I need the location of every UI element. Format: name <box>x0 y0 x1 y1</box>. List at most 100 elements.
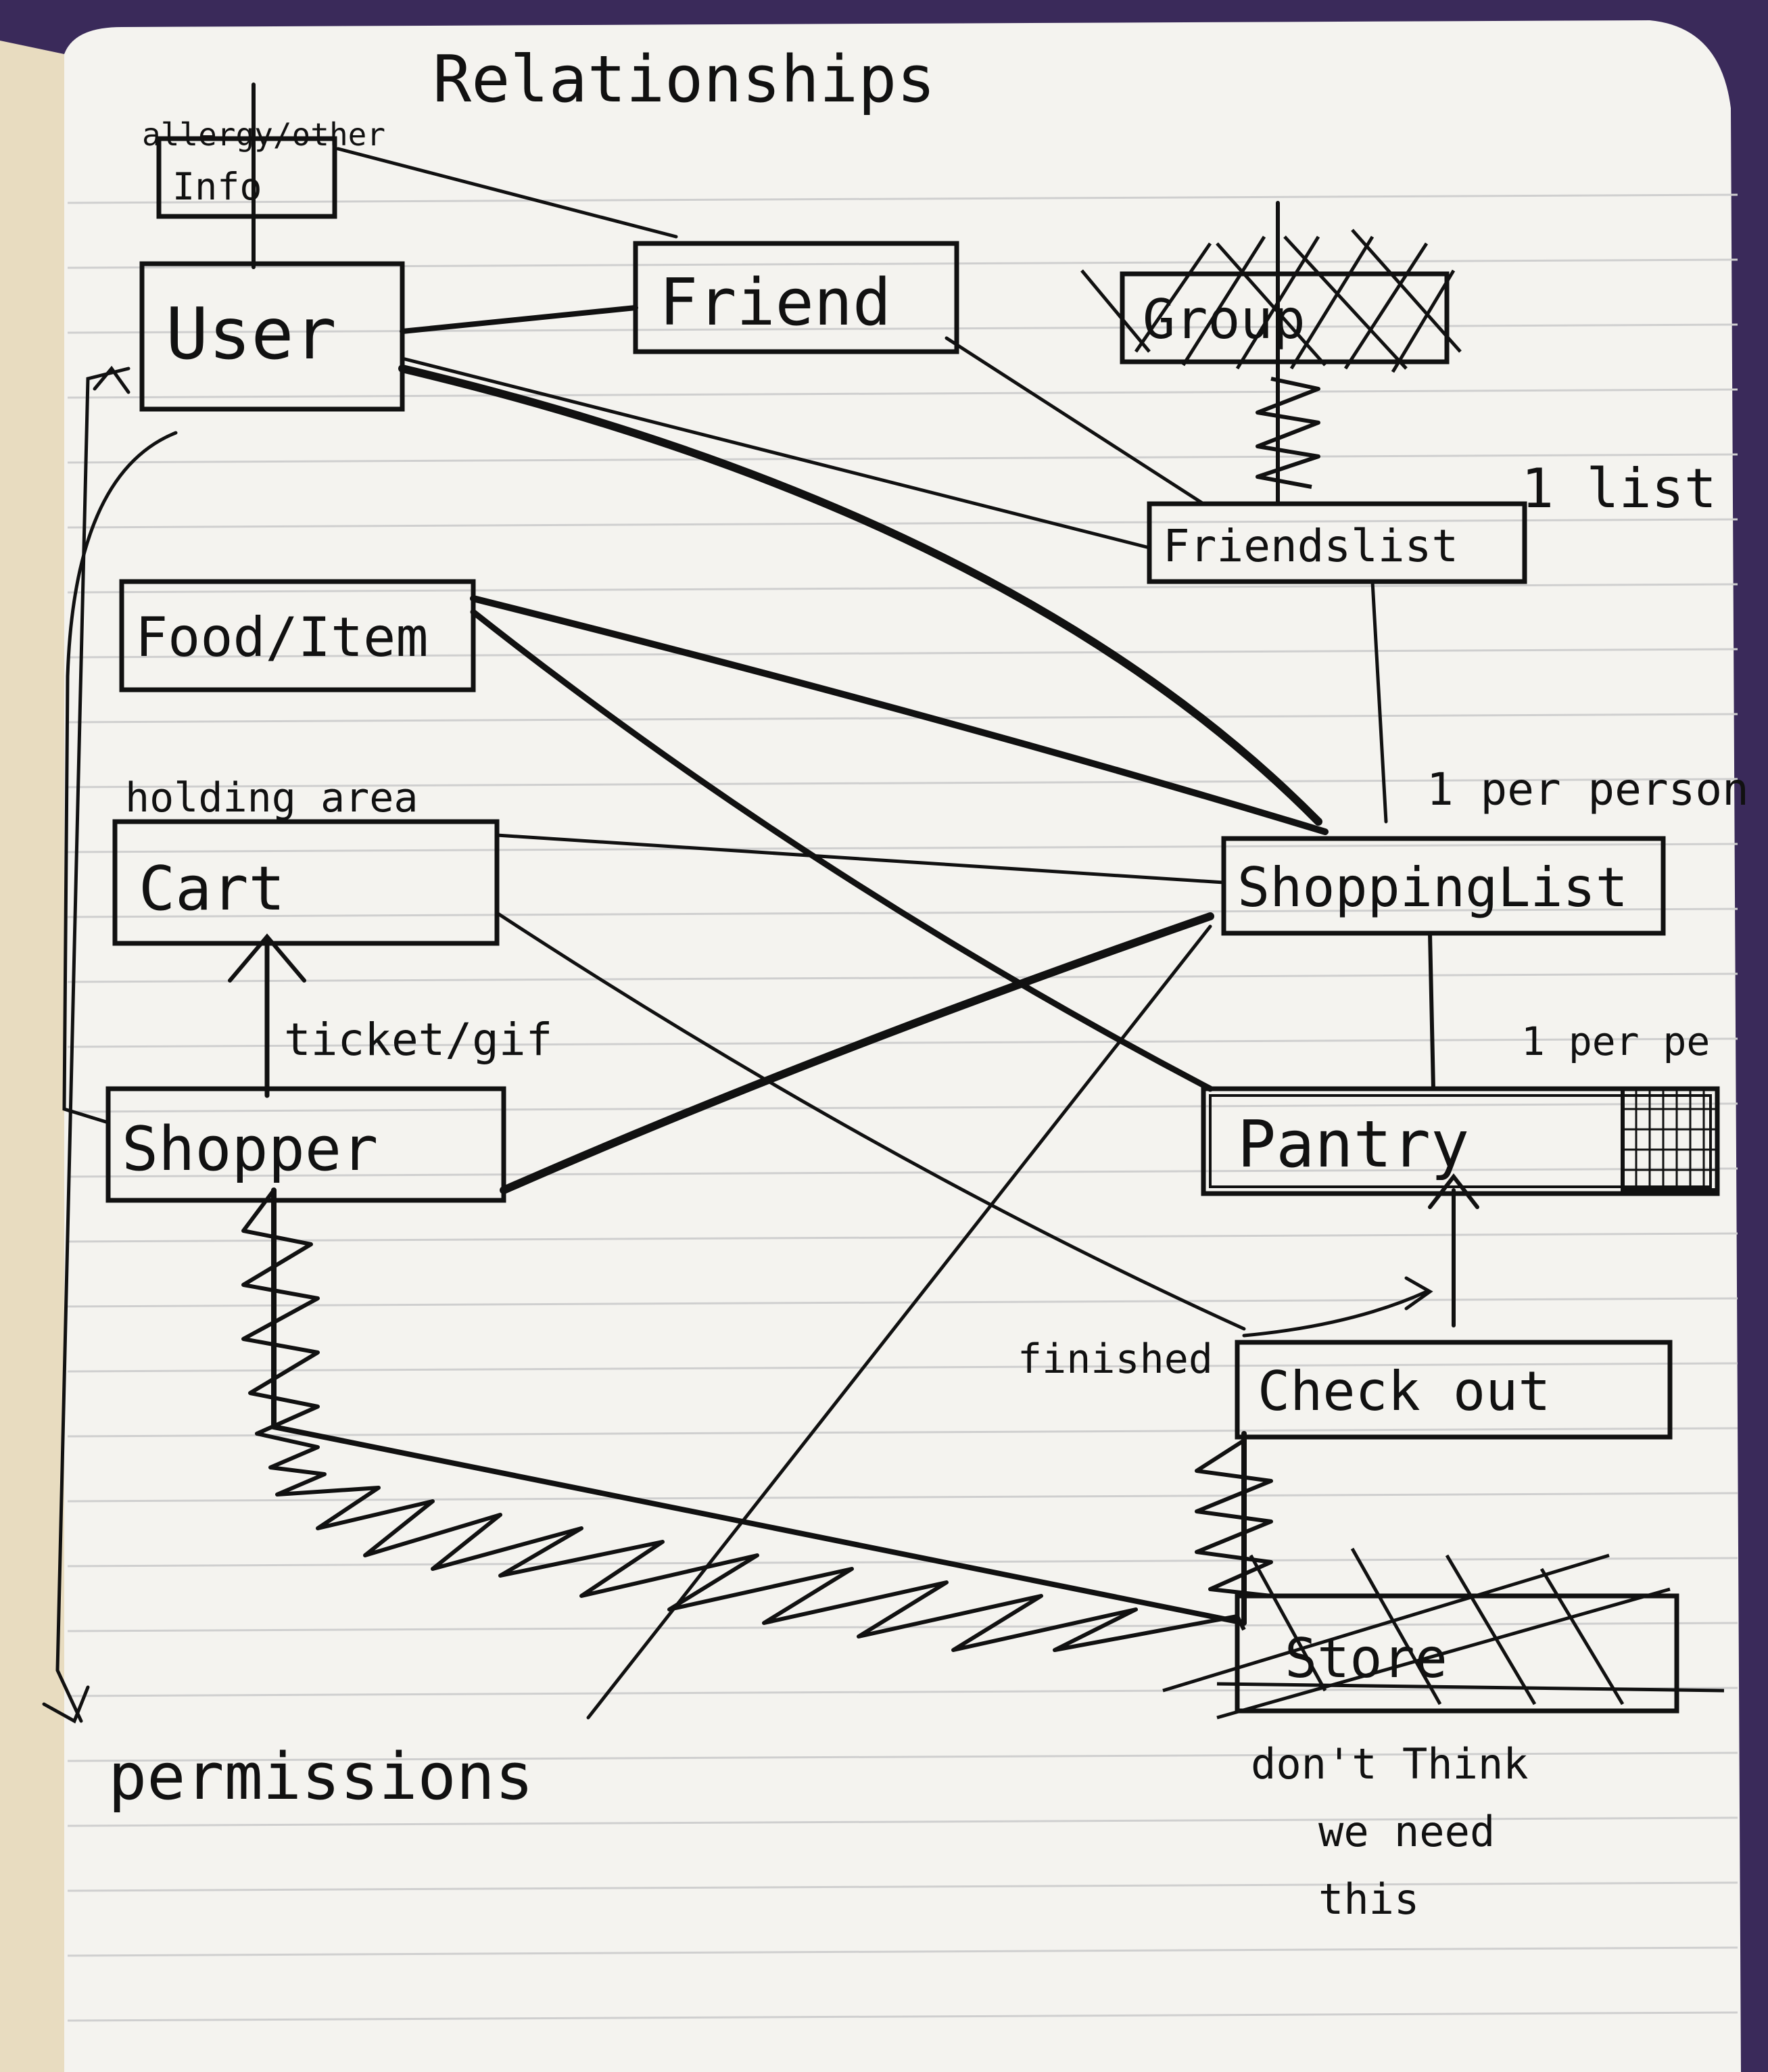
ruled-line <box>67 778 1738 788</box>
ruled-line <box>67 1557 1738 1568</box>
fooditem-label: Food/Item <box>135 606 428 669</box>
fooditem-box <box>119 579 476 692</box>
info-box <box>156 136 337 219</box>
edge-label-shopper-cart: ticket/gif <box>284 1014 552 1066</box>
edge-info-friend <box>336 147 678 239</box>
ruled-line <box>67 1362 1738 1373</box>
edge-shopper-store-base <box>271 1187 1247 1626</box>
zigzag-checkout-store <box>1195 1438 1273 1598</box>
ruled-line <box>67 1037 1738 1048</box>
edge-shopper-shoppinglist <box>500 912 1214 1194</box>
diagram-title: Relationships <box>433 43 936 117</box>
user-label: User <box>166 293 337 375</box>
edge-user-shoppinglist <box>398 364 1322 826</box>
ruled-line <box>67 583 1738 594</box>
ruled-line <box>67 1167 1738 1178</box>
arrow-head-user <box>93 365 130 394</box>
pantry-label: Pantry <box>1237 1108 1469 1182</box>
entity-info: allergy/other Info <box>142 116 385 219</box>
ruled-line <box>67 1297 1738 1308</box>
checkout-box <box>1235 1340 1673 1440</box>
ruled-line <box>67 323 1738 334</box>
edge-friend-friendslist <box>945 336 1205 506</box>
entity-shopper: Shopper <box>105 1086 506 1203</box>
shoppinglist-label: ShoppingList <box>1237 856 1628 919</box>
info-annotation: allergy/other <box>142 116 385 153</box>
ruled-line <box>67 2011 1738 2022</box>
permissions-label: permissions <box>108 1740 533 1814</box>
group-crossout-hatching <box>1080 229 1462 373</box>
ruled-line <box>67 388 1738 399</box>
pantry-inner-box <box>1209 1094 1712 1188</box>
user-box <box>139 261 405 412</box>
shopper-box <box>105 1086 506 1203</box>
friend-label: Friend <box>659 266 891 340</box>
arrow-checkout-pantry-hook <box>1242 1276 1433 1338</box>
arrow-head-pantry <box>1428 1173 1479 1209</box>
entity-friendslist: Friendslist 1 list <box>1147 457 1717 584</box>
ruled-line <box>67 1687 1738 1697</box>
store-annotation-line-3: this <box>1318 1875 1419 1924</box>
store-crossout-hatching <box>1162 1547 1725 1720</box>
ruled-line <box>67 518 1738 529</box>
ruled-line <box>67 972 1738 983</box>
store-annotation-line-1: don't Think <box>1251 1739 1529 1789</box>
zigzag-shopper-store <box>241 1189 1246 1652</box>
zigzag-group-friendslist <box>1256 377 1320 489</box>
entity-pantry: 1 per pe Pantry <box>1201 1018 1720 1196</box>
edge-friendslist-shoppinglist <box>1370 580 1388 824</box>
entity-store: Store don't Think we need this <box>1162 1547 1725 1924</box>
edge-fooditem-pantry <box>470 609 1214 1092</box>
edge-cart-checkout <box>495 911 1246 1331</box>
checkout-annotation: finished <box>1018 1336 1213 1383</box>
relationship-lines <box>42 83 1479 1724</box>
arrow-head-permissions <box>42 1685 90 1724</box>
edge-fooditem-shoppinglist <box>470 595 1329 835</box>
edge-user-friendslist <box>400 356 1151 550</box>
edge-cart-shoppinglist <box>495 833 1226 885</box>
friendslist-annotation: 1 list <box>1521 457 1717 520</box>
ruled-line <box>67 713 1738 724</box>
entity-cart: holding area Cart <box>112 774 500 946</box>
left-page-edge <box>0 41 64 2072</box>
ruled-line <box>67 1232 1738 1243</box>
info-label: Info <box>172 165 262 208</box>
cart-label: Cart <box>139 853 285 924</box>
edge-user-friend <box>400 305 638 334</box>
pantry-grid-hatch <box>1621 1087 1719 1192</box>
edge-shoppinglist-pantry <box>1428 931 1435 1091</box>
edge-permissions-shoppinglist <box>586 924 1212 1720</box>
friendslist-label: Friendslist <box>1163 520 1458 572</box>
ruled-line <box>67 1492 1738 1503</box>
entity-group: Group <box>1080 229 1462 373</box>
ruled-line <box>67 258 1738 269</box>
store-annotation: don't Think we need this <box>1251 1739 1554 1924</box>
store-annotation-line-2: we need <box>1318 1807 1495 1856</box>
edge-left-bracket-shopper <box>62 431 178 1125</box>
ruled-line <box>67 1881 1738 1892</box>
entity-checkout: finished Check out <box>1018 1336 1673 1440</box>
shopper-label: Shopper <box>122 1114 378 1185</box>
ruled-line <box>67 1427 1738 1438</box>
ruled-line <box>67 193 1738 204</box>
arrow-head-cart <box>228 933 306 983</box>
ruled-line <box>67 648 1738 659</box>
ruled-line <box>67 1102 1738 1113</box>
ruled-line <box>67 1751 1738 1762</box>
ruled-line <box>67 1816 1738 1827</box>
ruled-line <box>67 1946 1738 1957</box>
entity-fooditem: Food/Item <box>119 579 476 692</box>
ruled-lines <box>67 193 1738 2022</box>
entity-shoppinglist: 1 per person ShoppingList <box>1221 763 1749 936</box>
friend-box <box>633 241 959 354</box>
shoppinglist-box <box>1221 836 1666 936</box>
cart-annotation: holding area <box>125 774 418 822</box>
ruled-line <box>67 843 1738 853</box>
cart-box <box>112 819 500 946</box>
checkout-label: Check out <box>1258 1360 1550 1423</box>
pantry-annotation: 1 per pe <box>1521 1018 1710 1064</box>
ruled-line <box>67 453 1738 464</box>
shoppinglist-annotation: 1 per person <box>1427 763 1749 816</box>
entity-user: User <box>139 261 405 412</box>
